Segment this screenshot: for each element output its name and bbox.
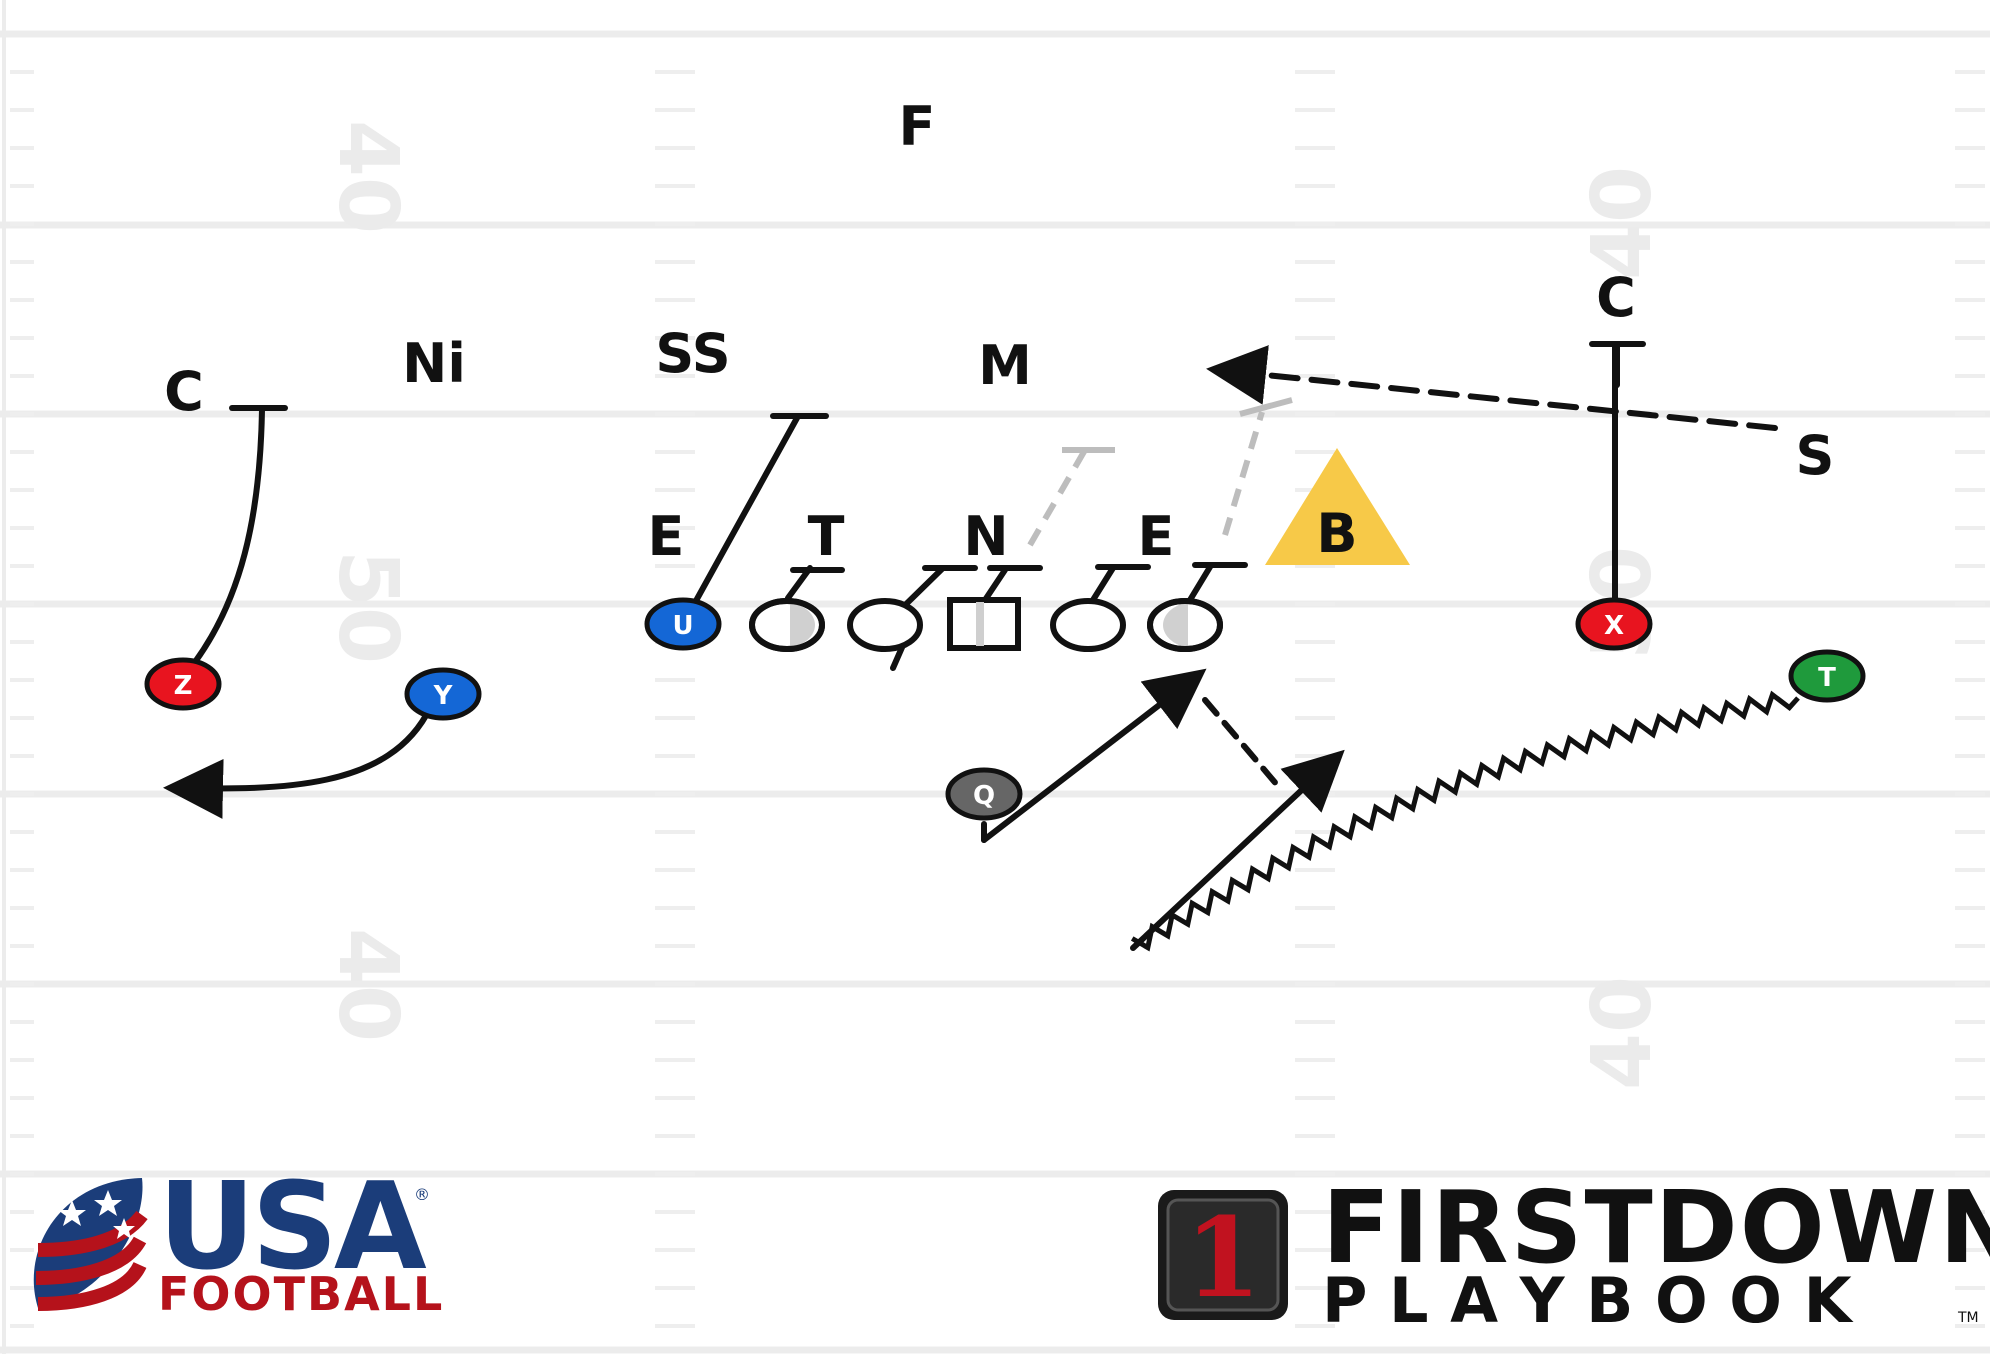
end-left-label: E <box>648 505 685 568</box>
player-q-label: Q <box>973 781 995 811</box>
offensive-skill-players: Z Y U X T Q <box>144 597 1866 821</box>
player-t: T <box>1788 649 1866 703</box>
right-tackle-shade <box>1162 602 1188 648</box>
player-z-label: Z <box>174 671 193 701</box>
football-flag-icon <box>33 1178 148 1311</box>
player-u-label: U <box>672 611 693 641</box>
left-tackle-shade <box>790 602 816 648</box>
player-z: Z <box>144 657 222 711</box>
yard-number: 40 <box>1575 976 1670 1090</box>
routes <box>163 341 1778 951</box>
blitzer-triangle <box>1265 448 1410 565</box>
usa-football-logo: USA ® FOOTBALL <box>33 1158 444 1321</box>
player-x: X <box>1575 597 1653 651</box>
player-u: U <box>644 597 722 651</box>
right-tackle-outline <box>1147 598 1223 652</box>
nickel-label: Ni <box>402 332 466 395</box>
hash-marks <box>10 70 1985 1328</box>
firstdown-number: 1 <box>1185 1193 1262 1322</box>
firstdown-wordmark: FIRSTDOWN <box>1322 1169 1990 1286</box>
pitch-path <box>1202 697 1281 789</box>
yard-number: 40 <box>320 928 415 1042</box>
nose-label: N <box>963 505 1008 568</box>
player-x-label: X <box>1604 611 1624 641</box>
z-route <box>192 407 265 665</box>
yard-number: 40 <box>320 120 415 234</box>
right-guard-block <box>1090 565 1116 603</box>
u-route <box>689 415 800 611</box>
safety-rotation <box>1206 345 1778 431</box>
nose-read-route <box>1027 448 1088 547</box>
corner-right-label: C <box>1596 266 1636 329</box>
player-y: Y <box>404 667 482 721</box>
center-block <box>982 567 1008 603</box>
strong-safety-label: SS <box>655 322 730 385</box>
tackle-label: T <box>808 505 845 568</box>
end-read-block <box>1239 397 1293 417</box>
gray-assignments <box>1027 397 1293 547</box>
playbook-wordmark: P L A Y B O O K <box>1322 1264 1854 1337</box>
blitzer-label: B <box>1316 502 1357 565</box>
y-motion <box>163 705 433 819</box>
safety-right-label: S <box>1796 424 1835 487</box>
corner-left-label: C <box>164 360 204 423</box>
center-shade <box>976 602 984 646</box>
left-tackle-outline <box>749 598 825 652</box>
t-motion-path <box>1130 690 1800 952</box>
player-y-label: Y <box>433 681 454 711</box>
defensive-labels: F C Ni SS M C S E T N E B <box>164 95 1834 568</box>
football-wordmark: FOOTBALL <box>158 1267 444 1321</box>
free-safety-label: F <box>899 95 936 158</box>
yard-number: 50 <box>320 550 415 664</box>
player-q: Q <box>945 767 1023 821</box>
player-t-label: T <box>1818 663 1836 693</box>
mike-label: M <box>978 334 1032 397</box>
firstdown-playbook-logo: 1 FIRSTDOWN P L A Y B O O K TM <box>1158 1169 1990 1337</box>
end-read-route <box>1222 411 1265 536</box>
right-guard <box>1050 598 1126 652</box>
firstdown-badge-inner <box>1166 1198 1280 1312</box>
qb-route <box>981 668 1207 843</box>
registered-mark: ® <box>414 1185 430 1204</box>
trademark-mark: TM <box>1957 1310 1979 1326</box>
usa-wordmark: USA <box>158 1158 427 1297</box>
offensive-line <box>749 597 1223 652</box>
t-route-upfield <box>1130 749 1345 951</box>
yard-number: 40 <box>1575 166 1670 280</box>
left-guard <box>847 598 923 652</box>
end-right-label: E <box>1138 505 1175 568</box>
tackle-block <box>1187 564 1213 603</box>
